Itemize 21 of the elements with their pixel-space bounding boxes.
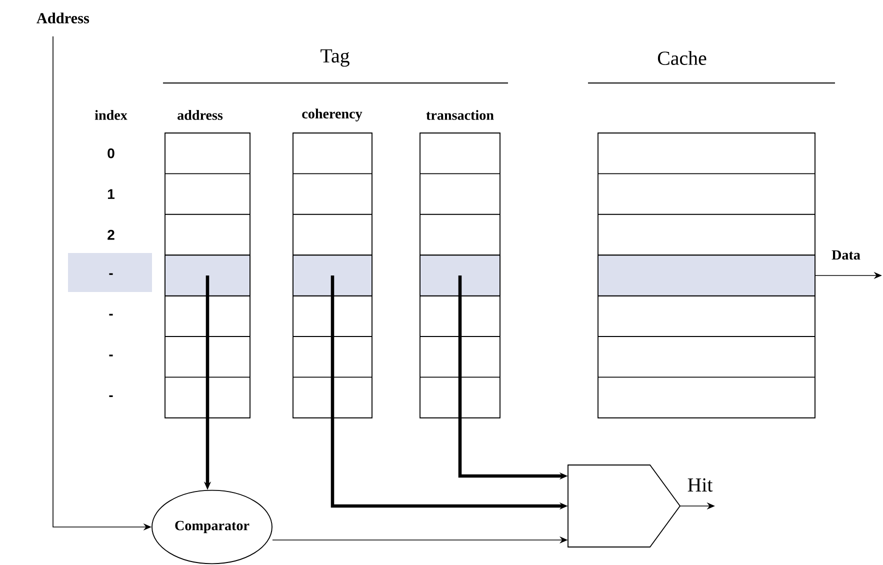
highlighted-cell xyxy=(164,254,250,296)
index-number: - xyxy=(109,314,113,316)
column-heading: index xyxy=(94,110,128,120)
address-label: Address xyxy=(36,12,90,24)
column-heading: transaction xyxy=(426,110,494,120)
section-heading: Tag xyxy=(320,49,350,67)
edge-label: Hit xyxy=(688,478,713,492)
index-number: 0 xyxy=(108,148,114,158)
highlighted-cell xyxy=(598,254,816,296)
highlighted-cell xyxy=(292,254,372,296)
and-gate xyxy=(568,464,681,548)
column-heading: address xyxy=(178,110,223,120)
section-heading: Cache xyxy=(658,51,706,65)
index-number: 2 xyxy=(108,230,114,240)
index-number: - xyxy=(109,273,113,275)
index-number: 1 xyxy=(108,189,115,199)
index-number: - xyxy=(109,395,113,398)
index-number: - xyxy=(109,354,113,356)
edge-label: Data xyxy=(832,250,860,260)
column-heading: coherency xyxy=(302,108,362,122)
highlighted-cell xyxy=(420,254,500,296)
